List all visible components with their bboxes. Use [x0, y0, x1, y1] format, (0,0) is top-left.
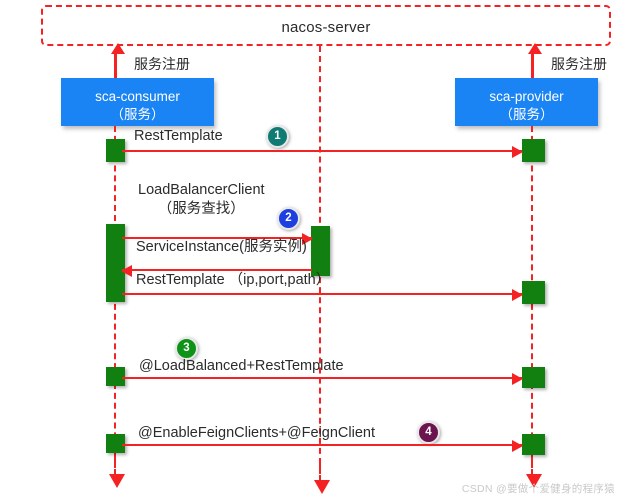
activation-consumer-4 — [106, 434, 125, 453]
message-label-resttemplate-ip-port-path: RestTemplate （ip,port,path） — [136, 272, 331, 288]
message-arrow-4 — [122, 440, 523, 452]
lifeline-end-nacos-arrow-icon — [314, 463, 330, 494]
activation-nacos-1 — [311, 226, 330, 276]
message-label-service-instance: ServiceInstance(服务实例) — [136, 239, 307, 255]
message-badge-2: 2 — [277, 207, 300, 230]
activation-provider-2 — [522, 281, 545, 304]
message-arrow-2 — [122, 233, 313, 245]
activation-consumer-2 — [106, 224, 125, 302]
watermark: CSDN @要做个爱健身的程序猿 — [461, 483, 615, 495]
nacos-server-container: nacos-server — [41, 5, 611, 46]
arrow-head-right-icon — [512, 289, 523, 301]
message-arrow-service-instance — [121, 265, 312, 277]
message-arrow-3 — [122, 373, 523, 385]
activation-consumer-3 — [106, 367, 125, 386]
provider-register-label: 服务注册 — [551, 56, 607, 72]
activation-provider-3 — [522, 367, 545, 388]
participant-sca-provider-name: sca-provider — [489, 89, 564, 104]
message-badge-4: 4 — [417, 421, 440, 444]
arrow-head-right-icon — [512, 373, 523, 385]
message-label-2-line2: （服务查找） — [157, 201, 245, 217]
arrow-head-right-icon — [512, 440, 523, 452]
arrow-head-right-icon — [512, 146, 523, 158]
message-label-2: LoadBalancerClient （服务查找） — [138, 181, 265, 219]
message-badge-3: 3 — [175, 337, 198, 360]
arrow-head-right-icon — [302, 233, 313, 245]
activation-provider-4 — [522, 434, 545, 455]
nacos-server-label: nacos-server — [281, 19, 371, 36]
message-label-1: RestTemplate — [134, 128, 223, 144]
consumer-register-arrow-icon — [111, 43, 125, 78]
message-arrow-resttemplate-ip-port-path — [122, 289, 523, 301]
message-badge-1: 1 — [266, 125, 289, 148]
activation-provider-1 — [522, 139, 545, 162]
message-arrow-1 — [122, 146, 523, 158]
message-label-4: @EnableFeignClients+@FeignClient — [138, 425, 375, 441]
participant-sca-consumer[interactable]: sca-consumer （服务） — [61, 78, 214, 126]
message-label-2-line1: LoadBalancerClient — [138, 182, 265, 198]
participant-sca-consumer-name: sca-consumer — [95, 89, 180, 104]
participant-sca-provider[interactable]: sca-provider （服务） — [455, 78, 598, 126]
consumer-register-label: 服务注册 — [134, 56, 190, 72]
provider-register-arrow-icon — [528, 43, 542, 78]
lifeline-end-provider-arrow-icon — [526, 457, 542, 488]
message-label-3: @LoadBalanced+RestTemplate — [139, 358, 344, 374]
participant-sca-provider-subtitle: （服务） — [499, 107, 554, 122]
activation-consumer-1 — [106, 139, 125, 162]
participant-sca-consumer-subtitle: （服务） — [110, 107, 165, 122]
arrow-head-left-icon — [121, 265, 132, 277]
lifeline-end-consumer-arrow-icon — [109, 457, 125, 488]
